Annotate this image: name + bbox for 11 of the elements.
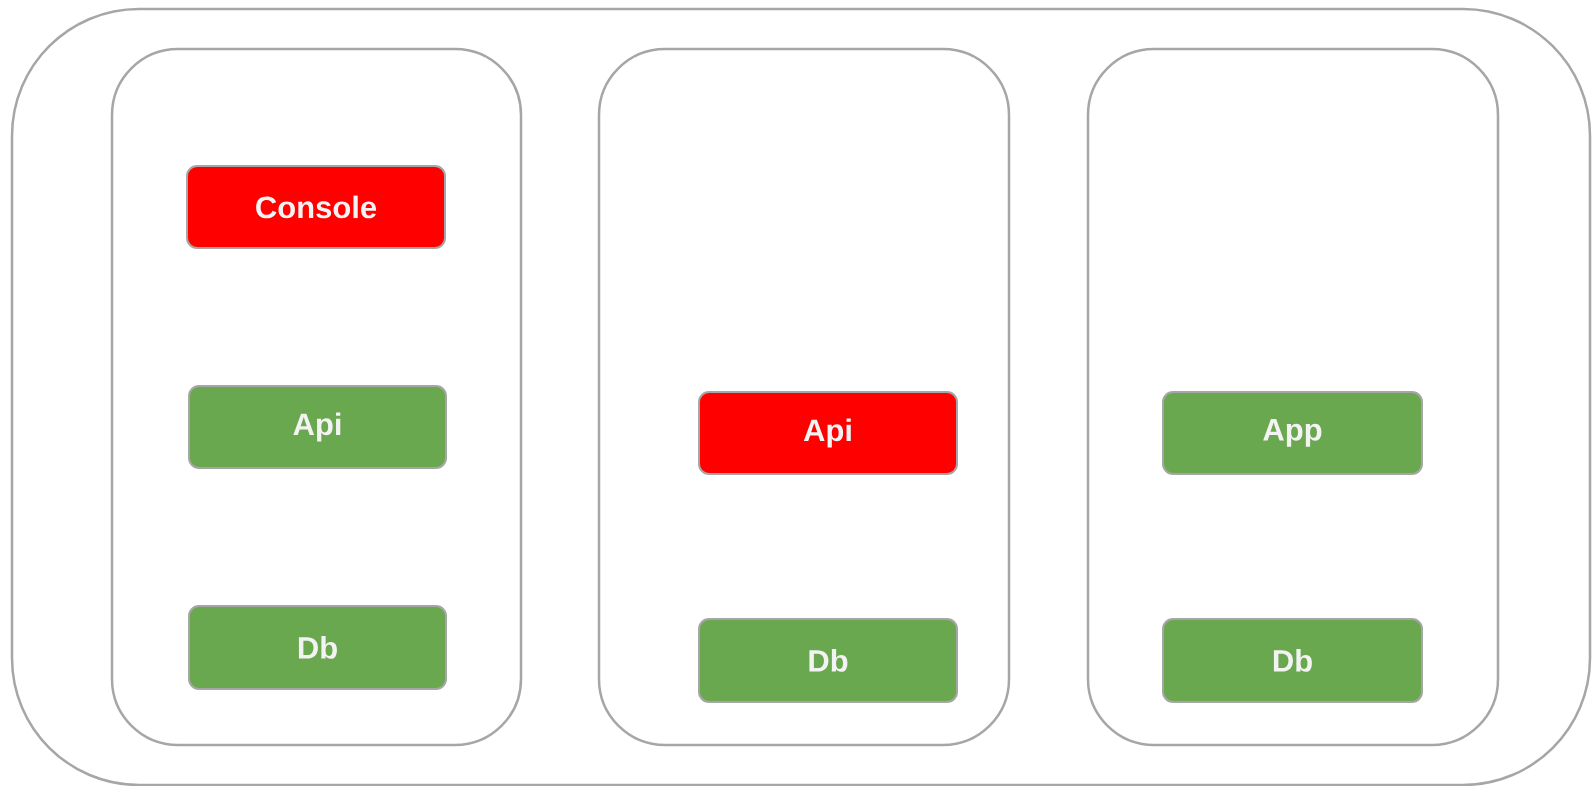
- service-box: Console: [186, 165, 446, 249]
- container-box: [597, 47, 1011, 747]
- service-box: Api: [698, 391, 958, 475]
- service-box: Db: [698, 618, 958, 703]
- container-box: [10, 7, 1592, 786]
- service-box: Db: [1162, 618, 1423, 703]
- container-box: [110, 47, 523, 747]
- container-box: [1086, 47, 1500, 747]
- service-box: Api: [188, 385, 447, 469]
- service-box: App: [1162, 391, 1423, 475]
- service-box: Db: [188, 605, 447, 690]
